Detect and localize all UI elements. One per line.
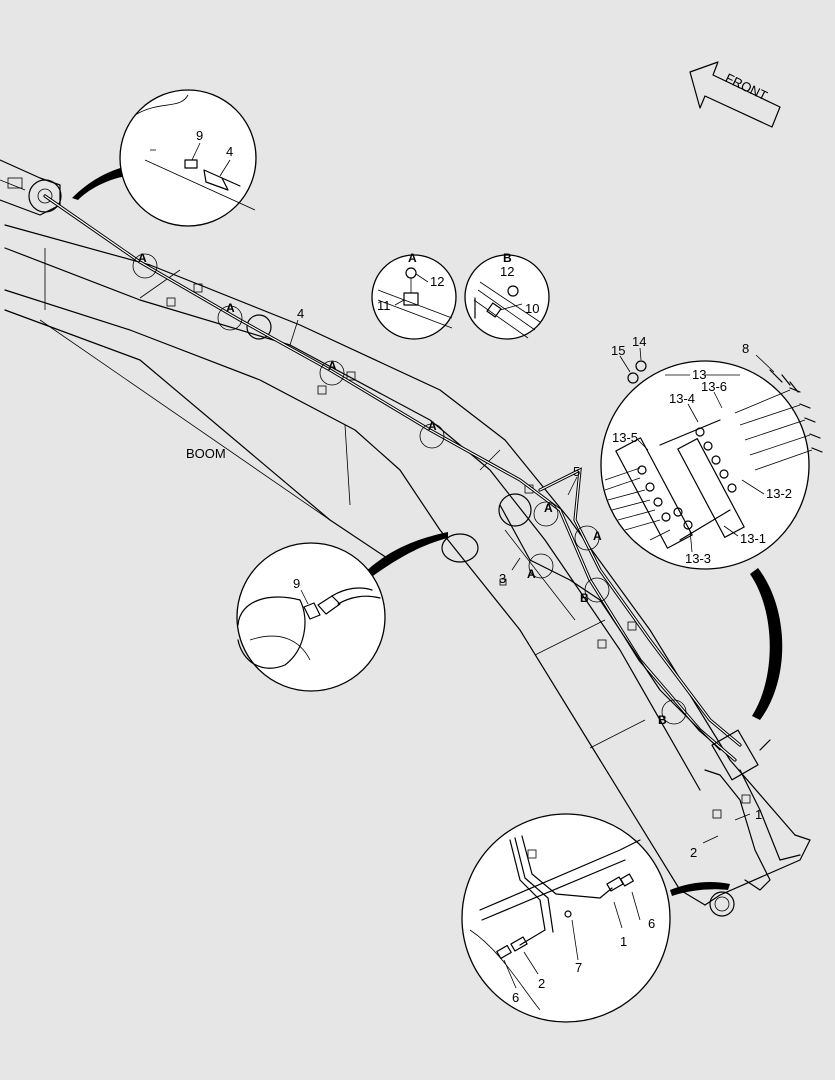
clip-marker-label: A [544,501,553,515]
detail-leaders [72,166,783,896]
clip-marker-label: B [658,713,667,727]
front-label: FRONT [723,70,770,103]
part-number: 1 [620,934,627,949]
part-number: 7 [575,960,582,975]
part-number: 13-1 [740,531,766,546]
part-number: 2 [538,976,545,991]
main-callouts: 4 5 3 1 2 [289,306,762,860]
detail-a-title: A [408,251,417,265]
part-number: 12 [430,274,444,289]
part-number: 8 [742,341,749,356]
part-number: 15 [611,343,625,358]
part-number: 14 [632,334,646,349]
callout-label: 3 [499,571,506,586]
callout-label: 2 [690,845,697,860]
clip-marker-label: A [138,251,147,265]
part-number: 4 [226,144,233,159]
clip-marker-label: A [428,419,437,433]
clip-marker-label: A [328,359,337,373]
part-number: 6 [512,990,519,1005]
detail-mid-left: 9 [236,542,386,692]
clip-marker-label: A [226,301,235,315]
part-number: 9 [196,128,203,143]
part-number: 13-5 [612,430,638,445]
detail-b-title: B [503,251,512,265]
part-number: 13-3 [685,551,711,566]
part-number: 12 [500,264,514,279]
boom-label: BOOM [186,446,226,461]
detail-a: A 12 11 [371,251,457,340]
part-number: 11 [377,298,391,313]
clip-markers: A A A A A A A B B [132,251,687,727]
clip-marker-label: A [593,529,602,543]
part-number: 13-4 [669,391,695,406]
clip-marker-label: B [580,591,589,605]
part-number: 9 [293,576,300,591]
part-number: 10 [525,301,539,316]
clip-marker-label: A [527,567,536,581]
detail-bottom: 6 1 7 2 6 [461,813,671,1023]
detail-b: B 12 10 [464,251,550,340]
callout-label: 5 [573,464,580,479]
detail-top-left: 9 4 [119,89,257,227]
callout-label: 4 [297,306,304,321]
part-number: 13-6 [701,379,727,394]
part-number: 13-2 [766,486,792,501]
front-arrow-icon [689,61,781,128]
callout-label: 1 [755,807,762,822]
detail-right: 15 14 13 8 13-6 13-4 13-5 13-2 13-1 13-3 [600,334,823,570]
part-number: 6 [648,916,655,931]
boom-body [0,159,811,917]
part-number: 13 [692,367,706,382]
